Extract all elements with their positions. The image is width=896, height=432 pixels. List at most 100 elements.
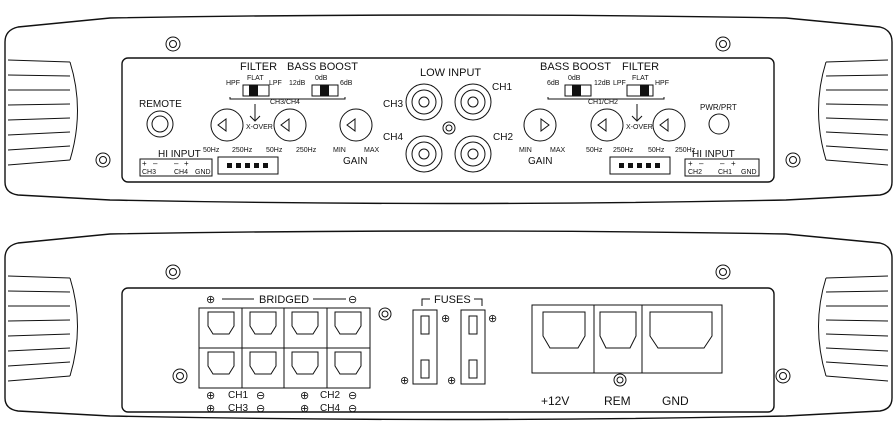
boost-12db-left: 12dB <box>289 80 306 87</box>
pwr-prt-label: PWR/PRT <box>700 103 737 112</box>
harness-connector-left[interactable] <box>217 156 279 175</box>
hz50-right-b: 50Hz <box>648 147 665 154</box>
screw-icon <box>95 152 111 168</box>
bass-boost-switch-left[interactable] <box>311 84 339 97</box>
power-terminal-block[interactable] <box>531 304 723 374</box>
plus-sign-icon: ⊕ <box>400 375 409 387</box>
fuses-label: FUSES <box>434 294 471 306</box>
hi-gnd-left: GND <box>195 169 211 176</box>
svg-text:+: + <box>731 159 736 168</box>
hi-input-connector-left[interactable]: +– –+ <box>139 158 213 177</box>
gain-max-right: MAX <box>550 147 566 154</box>
svg-text:+: + <box>688 159 693 168</box>
speaker-ch1-label: CH1 <box>228 390 248 401</box>
rca-jack-ch3[interactable] <box>405 83 443 121</box>
hz250-left-a: 250Hz <box>232 147 253 154</box>
rca-ch3-label: CH3 <box>383 99 403 110</box>
boost-6db-right: 6dB <box>547 80 560 87</box>
rca-ch1-label: CH1 <box>492 82 512 93</box>
gain-knob-left[interactable] <box>339 108 373 142</box>
plus-sign-icon: ⊕ <box>300 403 309 415</box>
filter-title-right: FILTER <box>622 61 659 73</box>
svg-text:–: – <box>720 159 725 168</box>
xover-knob-right-2[interactable] <box>652 108 686 142</box>
bridged-label: BRIDGED <box>259 294 309 306</box>
xover-right: X-OVER <box>626 124 653 131</box>
plus12v-label: +12V <box>541 394 569 408</box>
speaker-ch4-label: CH4 <box>320 403 340 414</box>
bass-boost-title-right: BASS BOOST <box>540 61 611 73</box>
filter-lpf-right: LPF <box>613 80 626 87</box>
gain-min-left: MIN <box>333 147 346 154</box>
minus-sign-icon: ⊖ <box>256 390 265 402</box>
top-control-plate <box>121 57 775 183</box>
rca-jack-ch4[interactable] <box>405 135 443 173</box>
screw-icon <box>165 36 181 52</box>
boost-0db-left: 0dB <box>315 75 328 82</box>
bottom-panel: BRIDGED ⊕ ⊖ ⊕ ⊖ ⊕ ⊖ ⊕ ⊖ ⊕ ⊖ CH1 CH3 CH2 … <box>4 230 893 421</box>
rca-jack-ch2[interactable] <box>454 135 492 173</box>
screw-icon <box>715 264 731 280</box>
boost-6db-left: 6dB <box>340 80 353 87</box>
hz250-right-b: 250Hz <box>675 147 696 154</box>
channel-group-left: CH3/CH4 <box>270 99 300 106</box>
fuse-holder-2[interactable] <box>460 309 486 385</box>
minus-sign-icon: ⊖ <box>348 390 357 402</box>
gain-knob-right[interactable] <box>523 108 557 142</box>
speaker-terminal-block[interactable] <box>198 307 371 389</box>
hi-input-right: HI INPUT <box>692 149 735 160</box>
filter-title-left: FILTER <box>240 61 277 73</box>
gain-max-left: MAX <box>364 147 380 154</box>
hi-ch3-left: CH3 <box>142 169 156 176</box>
hi-ch2-right: CH2 <box>688 169 702 176</box>
screw-icon <box>172 368 188 384</box>
rca-ch4-label: CH4 <box>383 132 403 143</box>
svg-text:+: + <box>142 159 147 168</box>
rca-ch2-label: CH2 <box>493 132 513 143</box>
rem-label: REM <box>604 394 631 408</box>
xover-knob-right-1[interactable] <box>590 108 624 142</box>
screw-icon <box>785 152 801 168</box>
top-right-heatsink <box>818 59 889 166</box>
rca-jack-ch1[interactable] <box>454 83 492 121</box>
hz250-left-b: 250Hz <box>296 147 317 154</box>
bottom-terminal-plate <box>121 287 775 413</box>
remote-jack-icon[interactable] <box>146 110 174 138</box>
bottom-right-heatsink <box>818 275 889 382</box>
gnd-label: GND <box>662 394 689 408</box>
filter-flat-right: FLAT <box>632 75 649 82</box>
filter-hpf-right: HPF <box>655 80 669 87</box>
filter-switch-right[interactable] <box>626 84 654 97</box>
filter-switch-left[interactable] <box>242 84 270 97</box>
screw-icon <box>165 264 181 280</box>
bottom-chassis-outline <box>4 230 893 421</box>
bass-boost-switch-right[interactable] <box>564 84 592 97</box>
plus-sign-icon: ⊕ <box>300 390 309 402</box>
low-input-label: LOW INPUT <box>420 67 481 79</box>
hi-input-connector-right[interactable]: +– –+ <box>684 158 760 177</box>
boost-12db-right: 12dB <box>594 80 611 87</box>
filter-hpf-left: HPF <box>226 80 240 87</box>
screw-icon <box>775 368 791 384</box>
top-left-heatsink <box>7 59 78 166</box>
remote-label: REMOTE <box>139 99 182 110</box>
screw-icon <box>715 36 731 52</box>
harness-connector-right[interactable] <box>609 156 671 175</box>
speaker-ch2-label: CH2 <box>320 390 340 401</box>
gain-left: GAIN <box>343 156 367 167</box>
hi-gnd-right: GND <box>741 169 757 176</box>
fuse-holder-1[interactable] <box>412 309 438 385</box>
hz50-left-a: 50Hz <box>203 147 220 154</box>
screw-icon <box>613 373 627 387</box>
filter-lpf-left: LPF <box>269 80 282 87</box>
plus-sign-icon: ⊕ <box>206 390 215 402</box>
xover-knob-left-2[interactable] <box>273 108 307 142</box>
screw-icon <box>442 121 456 135</box>
xover-knob-left-1[interactable] <box>210 108 244 142</box>
xover-left: X-OVER <box>246 124 273 131</box>
filter-flat-left: FLAT <box>247 75 264 82</box>
plus-sign-icon: ⊕ <box>488 313 497 325</box>
hz50-right-a: 50Hz <box>586 147 603 154</box>
